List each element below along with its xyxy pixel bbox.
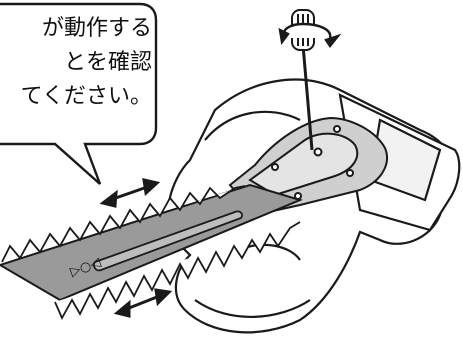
blade-slot (93, 210, 243, 272)
double-arrow-icon (99, 178, 161, 208)
callout-text: が動作する とを確認 てください。 (0, 0, 152, 130)
speech-bubble (0, 2, 158, 185)
blade-teeth-bottom (54, 221, 301, 321)
rotate-arrow-icon (278, 22, 342, 49)
callout-line-2: とを確認 (63, 50, 152, 75)
callout-line-1: が動作する (41, 16, 152, 41)
blade-teeth-top (1, 185, 246, 263)
callout-line-3: てください。 (20, 84, 152, 109)
double-arrow-icon (113, 288, 173, 318)
